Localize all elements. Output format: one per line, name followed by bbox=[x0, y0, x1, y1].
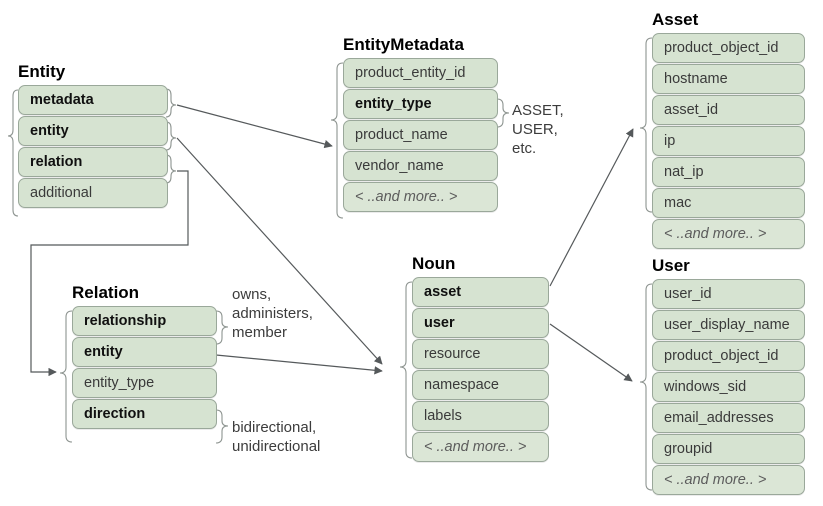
row-user-and-more[interactable]: < ..and more.. > bbox=[652, 465, 805, 495]
annotation-direction-values: bidirectional, unidirectional bbox=[232, 418, 320, 456]
annotation-entity-type-values: ASSET, USER, etc. bbox=[512, 101, 564, 158]
annotation-entity-type-line-2: USER, bbox=[512, 121, 558, 138]
annotation-direction-line-1: bidirectional, bbox=[232, 419, 317, 436]
row-em-vendor-name[interactable]: vendor_name bbox=[343, 151, 498, 181]
row-entity-metadata[interactable]: metadata bbox=[18, 85, 168, 115]
group-entitymetadata: EntityMetadata product_entity_id entity_… bbox=[343, 35, 498, 213]
brace-relation-left bbox=[59, 310, 73, 443]
brace-relationship-values bbox=[215, 310, 229, 345]
row-asset-and-more[interactable]: < ..and more.. > bbox=[652, 219, 805, 249]
row-relation-entity-type[interactable]: entity_type bbox=[72, 368, 217, 398]
brace-noun-left bbox=[399, 281, 413, 459]
group-user-title: User bbox=[652, 256, 690, 275]
group-relation-rows: relationship entity entity_type directio… bbox=[72, 306, 217, 429]
annotation-entity-type-line-3: etc. bbox=[512, 140, 537, 157]
group-entitymetadata-title: EntityMetadata bbox=[343, 35, 464, 54]
row-relation-entity[interactable]: entity bbox=[72, 337, 217, 367]
row-em-entity-type[interactable]: entity_type bbox=[343, 89, 498, 119]
row-asset-mac[interactable]: mac bbox=[652, 188, 805, 218]
row-asset-asset-id[interactable]: asset_id bbox=[652, 95, 805, 125]
row-user-user-id[interactable]: user_id bbox=[652, 279, 805, 309]
brace-entity-type-values bbox=[496, 98, 510, 128]
group-noun: Noun asset user resource namespace label… bbox=[412, 254, 549, 463]
annotation-relationship-line-1: owns, bbox=[232, 286, 272, 303]
row-noun-asset[interactable]: asset bbox=[412, 277, 549, 307]
row-asset-product-object-id[interactable]: product_object_id bbox=[652, 33, 805, 63]
row-noun-namespace[interactable]: namespace bbox=[412, 370, 549, 400]
row-asset-hostname[interactable]: hostname bbox=[652, 64, 805, 94]
row-user-product-object-id[interactable]: product_object_id bbox=[652, 341, 805, 371]
group-entity-title: Entity bbox=[18, 62, 66, 81]
row-em-and-more[interactable]: < ..and more.. > bbox=[343, 182, 498, 212]
group-asset: Asset product_object_id hostname asset_i… bbox=[652, 10, 805, 250]
group-user: User user_id user_display_name product_o… bbox=[652, 256, 805, 496]
row-em-product-name[interactable]: product_name bbox=[343, 120, 498, 150]
row-relation-relationship[interactable]: relationship bbox=[72, 306, 217, 336]
row-asset-nat-ip[interactable]: nat_ip bbox=[652, 157, 805, 187]
brace-asset-left bbox=[639, 37, 653, 213]
group-relation-title: Relation bbox=[72, 283, 140, 302]
row-noun-resource[interactable]: resource bbox=[412, 339, 549, 369]
brace-entitymetadata-left bbox=[330, 62, 344, 219]
group-entity-rows: metadata entity relation additional bbox=[18, 85, 168, 208]
group-relation: Relation relationship entity entity_type… bbox=[72, 283, 217, 430]
row-user-user-display-name[interactable]: user_display_name bbox=[652, 310, 805, 340]
wire-relationentity-to-noun bbox=[215, 354, 383, 375]
wire-noun-user-to-user bbox=[549, 323, 633, 382]
group-entity: Entity metadata entity relation addition… bbox=[18, 62, 168, 209]
group-asset-title: Asset bbox=[652, 10, 699, 29]
group-entitymetadata-rows: product_entity_id entity_type product_na… bbox=[343, 58, 498, 212]
brace-direction-values bbox=[215, 409, 229, 444]
row-noun-and-more[interactable]: < ..and more.. > bbox=[412, 432, 549, 462]
row-noun-user[interactable]: user bbox=[412, 308, 549, 338]
row-user-groupid[interactable]: groupid bbox=[652, 434, 805, 464]
brace-entity-left bbox=[7, 89, 19, 217]
brace-user-left bbox=[639, 283, 653, 491]
annotation-relationship-values: owns, administers, member bbox=[232, 285, 313, 342]
row-user-windows-sid[interactable]: windows_sid bbox=[652, 372, 805, 402]
group-noun-title: Noun bbox=[412, 254, 456, 273]
row-entity-entity[interactable]: entity bbox=[18, 116, 168, 146]
wire-metadata-to-entitymetadata bbox=[176, 104, 333, 149]
group-asset-rows: product_object_id hostname asset_id ip n… bbox=[652, 33, 805, 249]
row-entity-relation[interactable]: relation bbox=[18, 147, 168, 177]
row-entity-additional[interactable]: additional bbox=[18, 178, 168, 208]
group-noun-rows: asset user resource namespace labels < .… bbox=[412, 277, 549, 462]
annotation-relationship-line-3: member bbox=[232, 324, 288, 341]
annotation-entity-type-line-1: ASSET, bbox=[512, 102, 564, 119]
row-user-email-addresses[interactable]: email_addresses bbox=[652, 403, 805, 433]
annotation-relationship-line-2: administers, bbox=[232, 305, 313, 322]
row-relation-direction[interactable]: direction bbox=[72, 399, 217, 429]
row-asset-ip[interactable]: ip bbox=[652, 126, 805, 156]
row-em-product-entity-id[interactable]: product_entity_id bbox=[343, 58, 498, 88]
annotation-direction-line-2: unidirectional bbox=[232, 438, 321, 455]
group-user-rows: user_id user_display_name product_object… bbox=[652, 279, 805, 495]
row-noun-labels[interactable]: labels bbox=[412, 401, 549, 431]
